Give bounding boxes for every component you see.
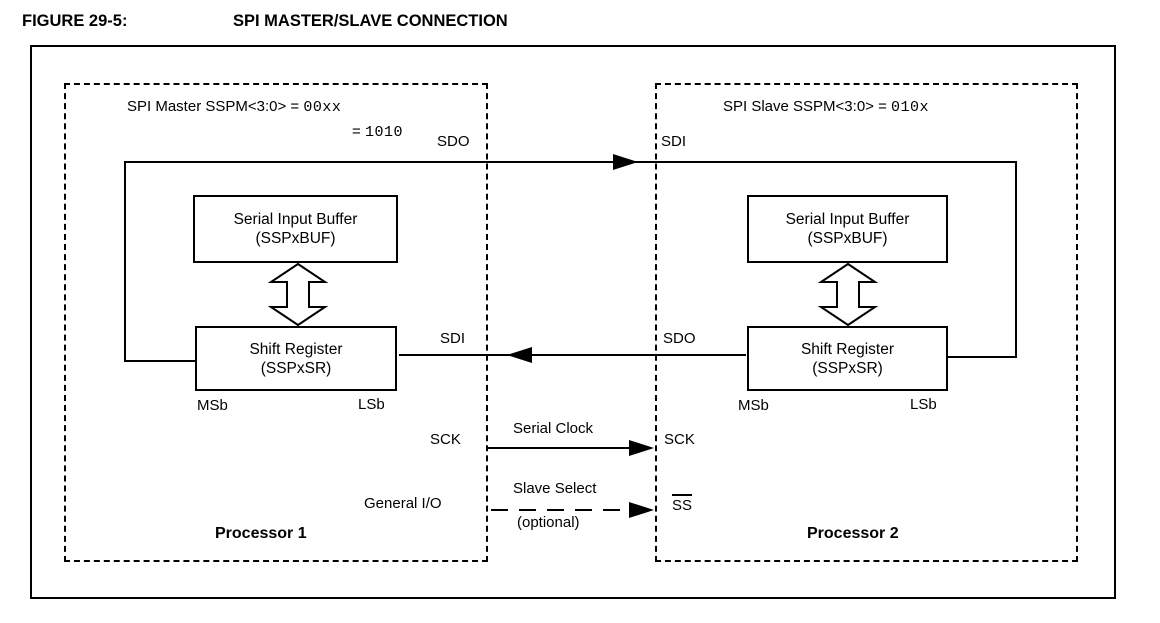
master-header-mode1: 00xx — [303, 99, 342, 116]
master-header-mode2: 1010 — [364, 124, 403, 141]
slave-shift-title: Shift Register — [800, 340, 895, 358]
master-header-line1: SPI Master SSPM<3:0> = 00xx — [127, 98, 341, 117]
master-sck-pin-label: SCK — [430, 431, 461, 448]
slave-header-line1: SPI Slave SSPM<3:0> = 010x — [723, 98, 929, 117]
slave-sdo-pin-label: SDO — [663, 330, 696, 347]
slave-header-prefix: SPI Slave SSPM<3:0> = — [723, 98, 887, 115]
slave-header-mode: 010x — [891, 99, 930, 116]
master-general-io-pin-label: General I/O — [364, 495, 442, 512]
master-sdi-pin-label: SDI — [440, 330, 466, 347]
processor2-dashed-boundary — [655, 83, 1078, 562]
slave-sck-pin-label: SCK — [664, 431, 695, 448]
master-sdo-pin-label: SDO — [437, 133, 470, 150]
slave-serial-input-buffer-block: Serial Input Buffer (SSPxBUF) — [747, 195, 948, 263]
master-header-line2: = 1010 — [352, 123, 403, 142]
processor1-caption: Processor 1 — [215, 525, 307, 542]
figure-title: SPI MASTER/SLAVE CONNECTION — [233, 12, 508, 30]
slave-buffer-title: Serial Input Buffer — [785, 211, 910, 228]
master-shift-register-block: Shift Register (SSPxSR) — [195, 326, 397, 391]
slave-sdi-pin-label: SDI — [661, 133, 687, 150]
master-lsb-label: LSb — [358, 396, 385, 413]
master-buffer-register: (SSPxBUF) — [255, 230, 336, 247]
slave-shift-register-name: (SSPxSR) — [812, 359, 883, 377]
processor1-dashed-boundary — [64, 83, 488, 562]
sdo-to-master-sdi-arrowhead-icon — [507, 347, 532, 363]
sck-arrowhead-icon — [629, 440, 654, 456]
slave-buffer-register: (SSPxBUF) — [807, 230, 888, 247]
slave-lsb-label: LSb — [910, 396, 937, 413]
master-header-eq: = — [352, 123, 361, 140]
master-shift-register-name: (SSPxSR) — [260, 359, 332, 377]
slave-select-optional-label: (optional) — [517, 514, 580, 531]
master-serial-input-buffer-block: Serial Input Buffer (SSPxBUF) — [193, 195, 398, 263]
slave-ss-pin-label: SS — [672, 494, 693, 515]
serial-clock-label: Serial Clock — [513, 420, 594, 437]
slave-buffer-shift-bidir-arrow-icon — [817, 262, 879, 327]
slave-shift-register-block: Shift Register (SSPxSR) — [747, 326, 948, 391]
figure-frame — [30, 45, 1116, 599]
master-buffer-shift-bidir-arrow-icon — [267, 262, 329, 327]
master-header-prefix: SPI Master SSPM<3:0> = — [127, 98, 300, 115]
sdo-to-sdi-arrowhead-icon — [613, 154, 638, 170]
processor2-caption: Processor 2 — [807, 525, 899, 542]
slave-msb-label: MSb — [738, 397, 769, 414]
master-buffer-title: Serial Input Buffer — [233, 211, 358, 228]
slave-select-arrowhead-icon — [629, 502, 654, 518]
sdo-to-sdi-wire — [124, 161, 1017, 362]
figure-label: FIGURE 29-5: — [22, 12, 128, 30]
master-shift-title: Shift Register — [249, 340, 343, 358]
slave-select-label: Slave Select — [513, 480, 597, 497]
master-msb-label: MSb — [197, 397, 228, 414]
